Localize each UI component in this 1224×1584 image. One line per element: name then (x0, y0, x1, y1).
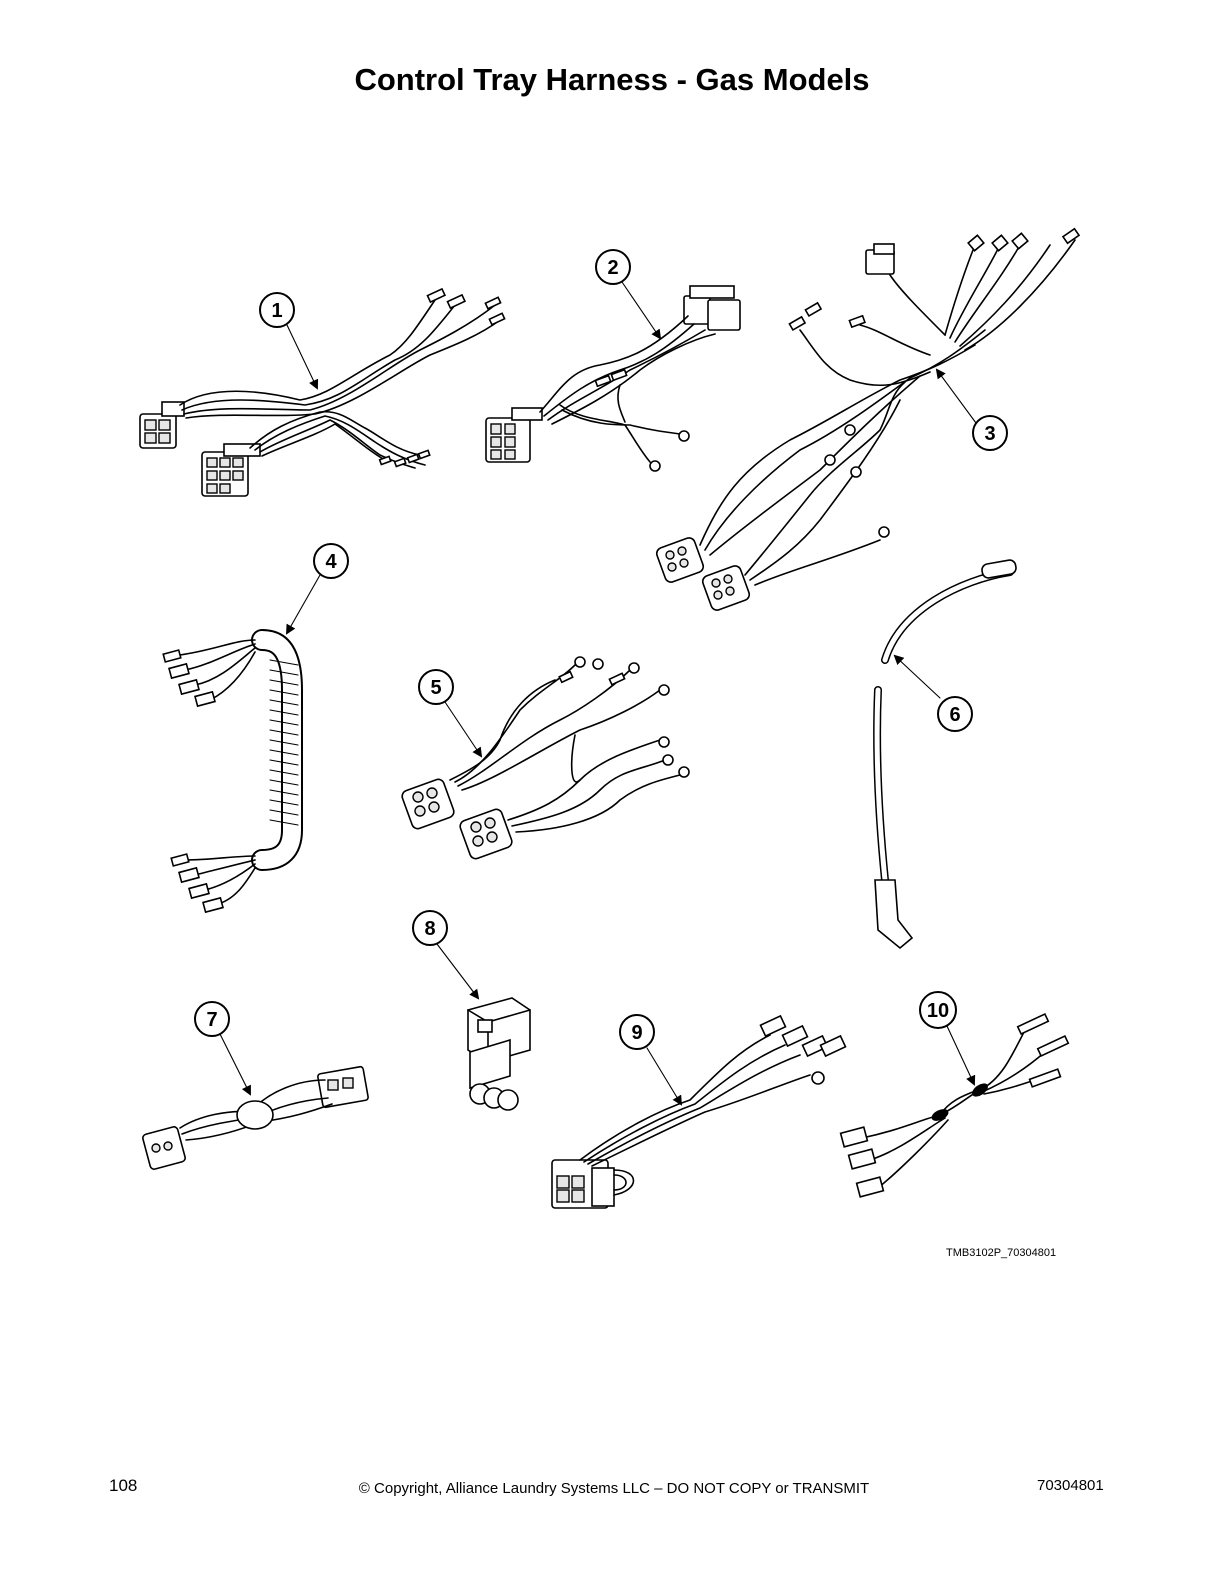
callout-7: 7 (194, 1001, 230, 1037)
svg-text:6: 6 (949, 704, 960, 726)
harness-part-4 (162, 629, 303, 914)
callout-2: 2 (595, 249, 631, 285)
svg-text:5: 5 (430, 677, 441, 699)
callout-8: 8 (412, 910, 448, 946)
callout-3: 3 (972, 415, 1008, 451)
copyright-notice: © Copyright, Alliance Laundry Systems LL… (358, 1480, 870, 1497)
svg-text:9: 9 (631, 1022, 642, 1044)
harness-part-5 (401, 656, 690, 860)
callout-9: 9 (619, 1014, 655, 1050)
svg-text:7: 7 (206, 1009, 217, 1031)
harness-part-7 (142, 1065, 369, 1170)
harness-part-2 (485, 285, 741, 472)
connector-round-b-part-3 (701, 565, 751, 611)
callout-4: 4 (313, 543, 349, 579)
svg-text:10: 10 (927, 1000, 949, 1022)
connector-4-pin-part-1 (139, 401, 185, 449)
figure-code: TMB3102P_70304801 (946, 1247, 1057, 1259)
callout-leaders (219, 281, 977, 1106)
svg-text:8: 8 (424, 918, 435, 940)
document-number: 70304801 (1037, 1477, 1104, 1494)
page-title: Control Tray Harness - Gas Models (354, 62, 870, 97)
svg-text:2: 2 (607, 257, 618, 279)
callout-1: 1 (259, 292, 295, 328)
svg-text:4: 4 (325, 551, 337, 573)
connector-8-pin-part-1 (201, 443, 261, 497)
harness-part-8 (467, 997, 531, 1111)
callout-10: 10 (919, 991, 957, 1029)
callout-6: 6 (937, 696, 973, 732)
svg-text:3: 3 (984, 423, 995, 445)
connector-6-pin-part-2 (485, 407, 543, 463)
harness-part-9 (551, 1014, 847, 1209)
connector-round-a-part-5 (401, 778, 455, 830)
harness-part-3 (655, 227, 1081, 611)
connector-dual-block-part-2 (683, 285, 741, 331)
svg-text:1: 1 (271, 300, 282, 322)
harness-part-1 (139, 287, 506, 497)
connector-round-b-part-5 (459, 808, 513, 860)
harness-part-10 (839, 1012, 1070, 1198)
connector-round-a-part-3 (655, 537, 705, 583)
harness-part-6 (873, 559, 1017, 950)
callout-5: 5 (418, 669, 454, 705)
page-number: 108 (109, 1476, 138, 1495)
